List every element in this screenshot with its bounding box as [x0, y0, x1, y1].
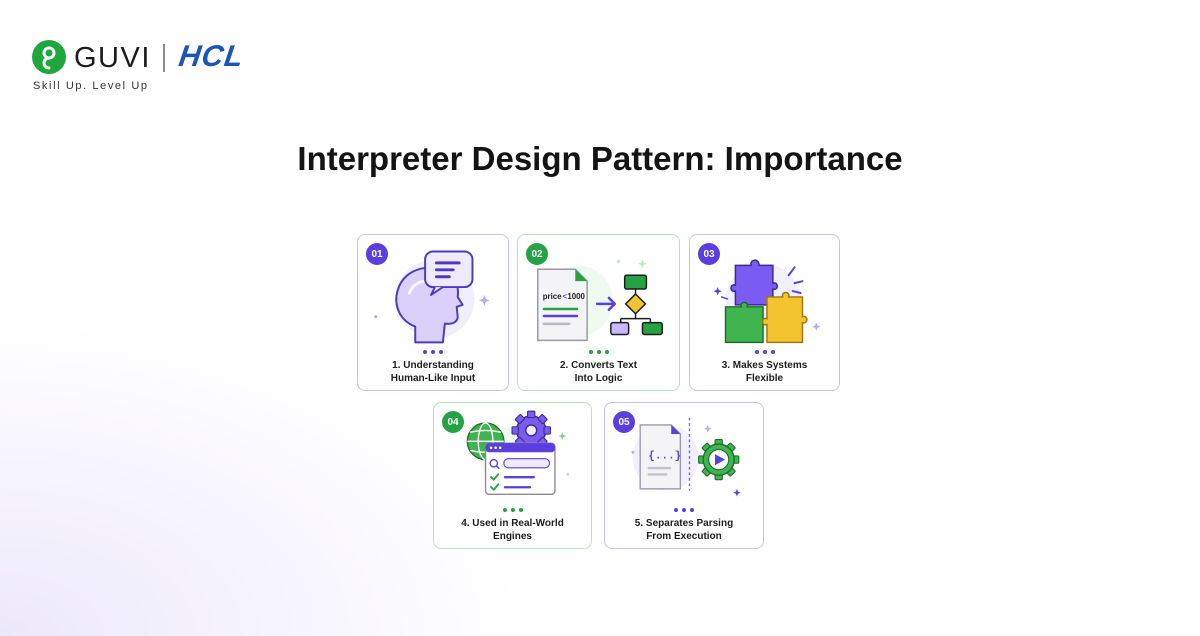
card-dots: [434, 508, 591, 512]
card-number-badge: 04: [442, 411, 464, 433]
card-dots: [358, 350, 508, 354]
card-real-world-engines: 04: [433, 402, 592, 549]
puzzle-pieces-icon: [713, 259, 821, 344]
card-dots: [518, 350, 679, 354]
brand-logo: GUVI HCL Skill Up. Level Up: [32, 38, 332, 98]
card-number-badge: 03: [698, 243, 720, 265]
partner-name: HCL: [176, 40, 247, 73]
card-number-badge: 05: [613, 411, 635, 433]
brand-tagline: Skill Up. Level Up: [33, 80, 149, 92]
card-number-badge: 01: [366, 243, 388, 265]
logo-divider: [163, 44, 165, 72]
card-separates-parsing: 05 {...} 5. Separa: [604, 402, 764, 549]
svg-text:{...}: {...}: [648, 451, 681, 463]
page-title: Interpreter Design Pattern: Importance: [297, 140, 903, 177]
guvi-logo-icon: [32, 40, 66, 74]
card-understanding-input: 01 1. Understanding Human-Like Input: [357, 234, 509, 391]
svg-text:price: price: [543, 292, 562, 301]
head-speech-bubble-icon: [374, 250, 490, 344]
card-label: 1. Understanding Human-Like Input: [390, 360, 476, 384]
card-label: 5. Separates Parsing From Execution: [634, 518, 734, 542]
code-document-play-gear-icon: {...}: [631, 417, 741, 497]
card-dots: [605, 508, 763, 512]
card-label: 2. Converts Text Into Logic: [559, 360, 638, 384]
document-to-flowchart-icon: price < 1000: [537, 259, 663, 342]
card-converts-text: 02 price < 1000 2. Converts Text Into Lo…: [517, 234, 680, 391]
card-label: 3. Makes Systems Flexible: [721, 360, 808, 384]
globe-browser-gear-icon: [466, 410, 570, 495]
svg-text:<: <: [562, 292, 567, 301]
brand-name: GUVI: [74, 42, 151, 74]
card-dots: [690, 350, 839, 354]
card-number-badge: 02: [526, 243, 548, 265]
card-label: 4. Used in Real-World Engines: [461, 518, 564, 542]
svg-text:1000: 1000: [567, 292, 585, 301]
card-flexible-systems: 03 3. Makes Systems Flexible: [689, 234, 840, 391]
